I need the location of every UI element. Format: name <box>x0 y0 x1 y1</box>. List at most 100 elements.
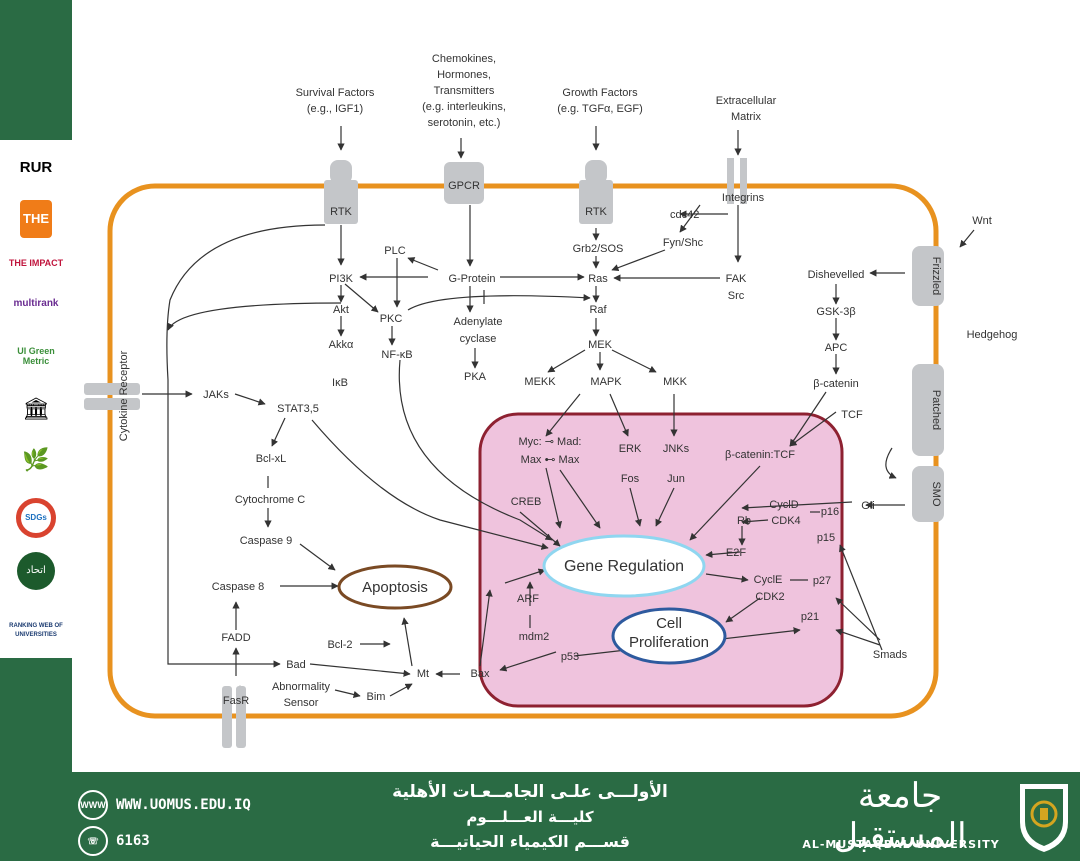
ranking-web-logo: RANKING WEB OF UNIVERSITIES <box>6 622 66 650</box>
node-src: Src <box>728 290 745 302</box>
node-ikb: IκB <box>332 377 348 389</box>
curved-arrows <box>166 224 897 668</box>
green-metric-logo: UI Green Metric <box>6 336 66 380</box>
sdgs-logo: SDGs <box>6 496 66 540</box>
node-rb: Rb <box>737 515 751 527</box>
node-cytochrome-c: Cytochrome C <box>235 494 305 506</box>
node-apc: APC <box>825 342 848 354</box>
survival-factors-label-2: (e.g., IGF1) <box>307 103 363 115</box>
patched-receptor: Patched <box>930 390 942 430</box>
cell-proliferation-label-1: Cell <box>656 615 682 632</box>
node-cdk2: CDK2 <box>755 591 784 603</box>
ecm-label-1: Extracellular <box>716 95 777 107</box>
node-jun: Jun <box>667 473 685 485</box>
chemokines-label-3: Transmitters <box>434 85 495 97</box>
node-abnormality: Abnormality <box>272 681 331 693</box>
node-grb2-sos: Grb2/SOS <box>573 243 624 255</box>
footer-department: قســـم الكيمياء الحياتيـــة <box>430 832 630 851</box>
the-impact-logo: THE IMPACT <box>6 248 66 278</box>
node-stat35: STAT3,5 <box>277 403 319 415</box>
node-p16: p16 <box>821 506 839 518</box>
institution-building-logo: 🏛 <box>6 392 66 426</box>
sdgs-logo-text: SDGs <box>16 498 56 538</box>
node-plc: PLC <box>384 245 405 257</box>
arab-engineers-logo-text: اتحاد <box>17 552 55 590</box>
node-pkc: PKC <box>380 313 403 325</box>
rur-logo: RUR <box>6 148 66 188</box>
node-p21: p21 <box>801 611 819 623</box>
node-ras: Ras <box>588 273 608 285</box>
green-metric-logo-text: UI Green Metric <box>17 346 55 366</box>
node-max-max: Max ⊷ Max <box>521 454 580 466</box>
node-gsk3b: GSK-3β <box>816 306 855 318</box>
arab-engineers-logo: اتحاد <box>6 552 66 604</box>
building-icon: 🏛 <box>22 396 50 421</box>
web-icon: WWW <box>78 790 108 820</box>
node-mapk: MAPK <box>590 376 622 388</box>
survival-factors-label-1: Survival Factors <box>296 87 375 99</box>
node-cyclase: cyclase <box>460 333 497 345</box>
node-cycld: CyclD <box>769 499 798 511</box>
phone-row: ☏ 6163 <box>78 826 150 856</box>
node-p27: p27 <box>813 575 831 587</box>
node-akt: Akt <box>333 304 349 316</box>
node-mt: Mt <box>417 668 429 680</box>
node-bad: Bad <box>286 659 306 671</box>
node-bcl-2: Bcl-2 <box>327 639 352 651</box>
ranking-web-logo-text: RANKING WEB OF UNIVERSITIES <box>9 623 63 638</box>
node-caspase-8: Caspase 8 <box>212 581 265 593</box>
node-bax: Bax <box>471 668 490 680</box>
node-p15: p15 <box>817 532 835 544</box>
footer-bar: WWW WWW.UOMUS.EDU.IQ ☏ 6163 الأولـــى عل… <box>0 772 1080 861</box>
phone-number[interactable]: 6163 <box>116 833 150 849</box>
node-dishevelled: Dishevelled <box>808 269 865 281</box>
chemokines-label-5: serotonin, etc.) <box>428 117 501 129</box>
node-bcatenin-tcf: β-catenin:TCF <box>725 449 795 461</box>
node-mekk: MEKK <box>524 376 556 388</box>
node-gli: Gli <box>861 500 874 512</box>
ecm-label-2: Matrix <box>731 111 761 123</box>
chemokines-label-2: Hormones, <box>437 69 491 81</box>
website-link[interactable]: WWW.UOMUS.EDU.IQ <box>116 797 251 813</box>
node-cycle: CyclE <box>754 574 783 586</box>
chemokines-label-1: Chemokines, <box>432 53 496 65</box>
multirank-logo: multirank <box>6 286 66 322</box>
university-name-english: AL-MUSTAQBAL UNIVERSITY <box>802 838 1000 851</box>
ranking-logos-panel: RUR THE THE IMPACT multirank UI Green Me… <box>0 140 72 658</box>
fasr-receptor: FasR <box>223 695 249 707</box>
rur-logo-text: RUR <box>19 159 53 176</box>
footer-tagline: الأولـــى علـى الجامــعـات الأهلية <box>392 782 668 802</box>
node-raf: Raf <box>589 304 607 316</box>
footer-college: كليـــة العـــلـــوم <box>466 808 594 826</box>
phone-icon: ☏ <box>78 826 108 856</box>
node-creb: CREB <box>511 496 542 508</box>
smo-receptor: SMO <box>930 481 942 507</box>
node-bim: Bim <box>367 691 386 703</box>
wnt-label: Wnt <box>972 215 992 227</box>
arab-universities-logo: 🌿 <box>6 438 66 482</box>
node-pka: PKA <box>464 371 487 383</box>
node-mkk: MKK <box>663 376 688 388</box>
node-myc-mad: Myc: ⊸ Mad: <box>518 436 581 448</box>
wreath-icon: 🌿 <box>22 447 50 472</box>
frizzled-receptor: Frizzled <box>930 257 942 296</box>
node-pi3k: PI3K <box>329 273 354 285</box>
node-beta-catenin: β-catenin <box>813 378 858 390</box>
node-akk: Akkα <box>329 339 354 351</box>
node-jnks: JNKs <box>663 443 690 455</box>
apoptosis-ellipse <box>337 564 453 610</box>
university-name-arabic: جامعة المستقبل <box>833 776 967 856</box>
gene-regulation-label: Gene Regulation <box>564 558 684 575</box>
hedgehog-label: Hedgehog <box>967 329 1018 341</box>
signal-arrows <box>142 126 975 700</box>
multirank-logo-text: multirank <box>13 298 59 309</box>
growth-factors-label-1: Growth Factors <box>562 87 638 99</box>
gene-regulation-ellipse <box>542 534 706 598</box>
node-cdk4: CDK4 <box>771 515 800 527</box>
node-mek: MEK <box>588 339 613 351</box>
node-fos: Fos <box>621 473 640 485</box>
node-fak: FAK <box>726 273 747 285</box>
node-nfkb: NF-κB <box>381 349 412 361</box>
node-e2f: E2F <box>726 547 746 559</box>
node-mdm2: mdm2 <box>519 631 550 643</box>
